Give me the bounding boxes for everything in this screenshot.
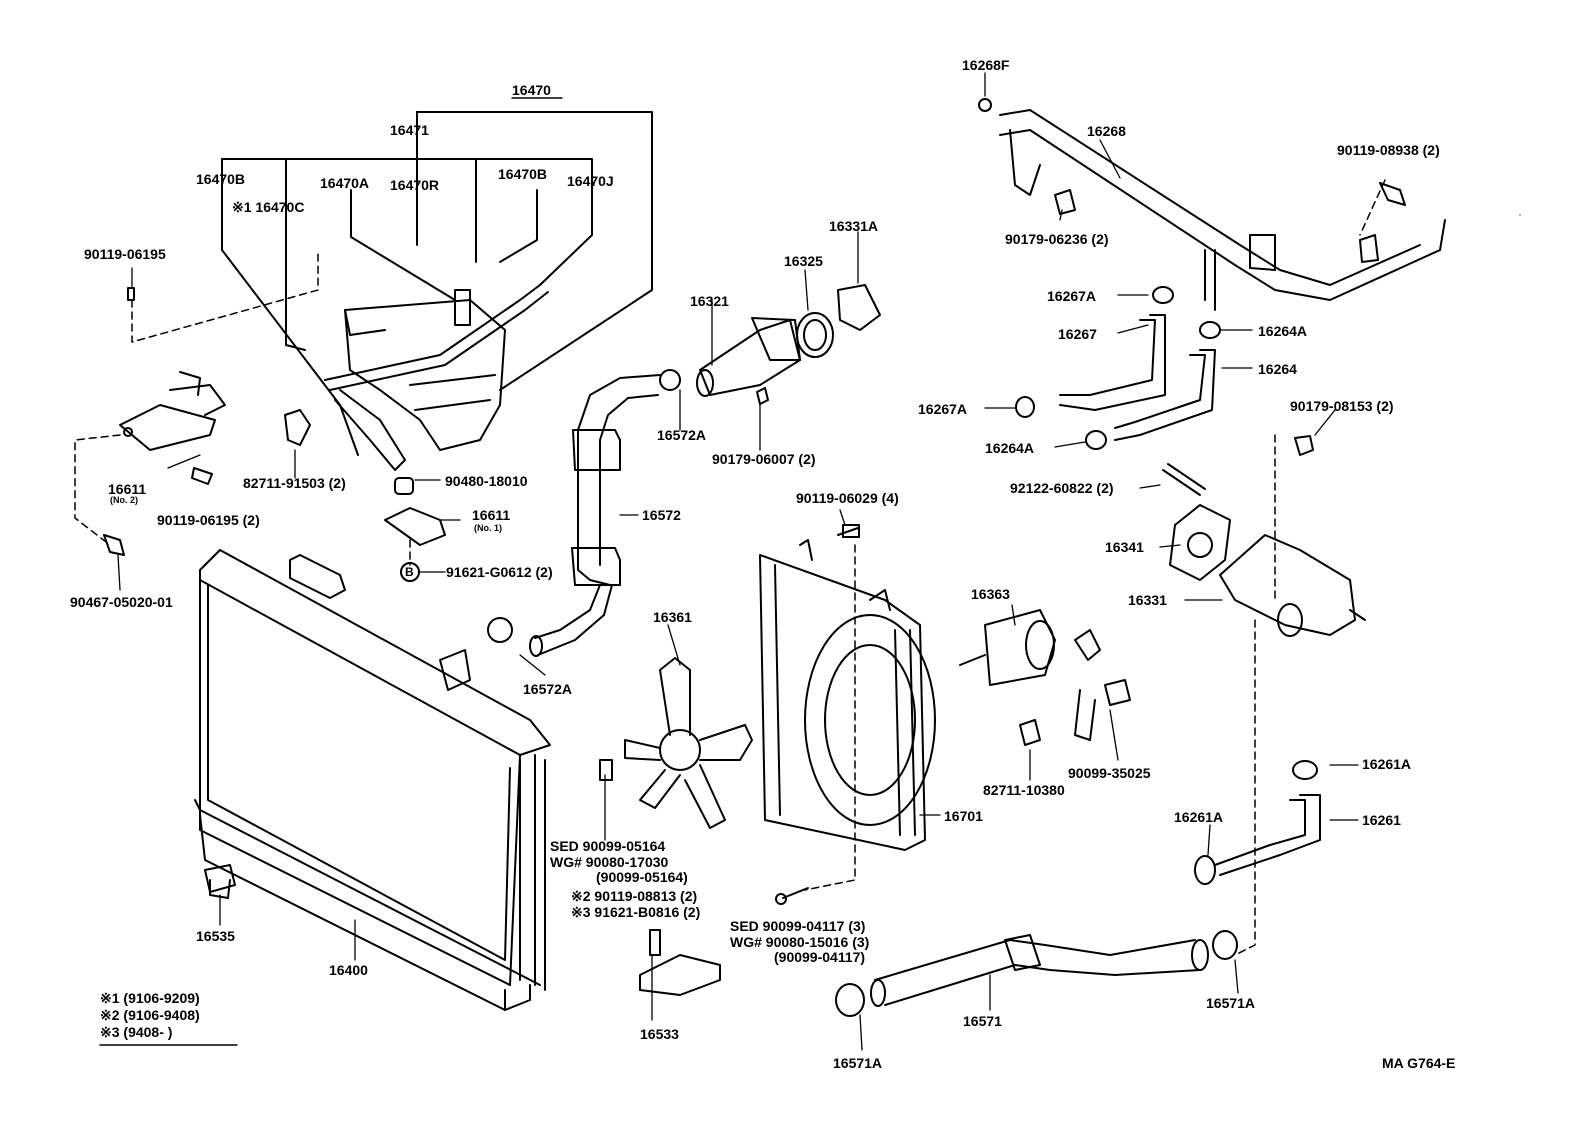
label-16701: 16701 [944,808,983,824]
legend-note-3: ※3 (9408- ) [100,1024,173,1040]
label-16470J: 16470J [567,173,614,189]
label-16572A-bottom: 16572A [523,681,573,697]
b-marker-circle [400,562,420,582]
label-16325: 16325 [784,253,823,269]
label-16400: 16400 [329,962,368,978]
label-16611-no1: 16611 [472,507,511,523]
group-brackets [221,111,653,456]
dashed-leaders-right [804,179,1386,956]
bracket-16533 [599,759,721,996]
label-16470B-right: 16470B [498,166,548,182]
label-16361: 16361 [653,609,692,625]
label-16331A: 16331A [829,218,879,234]
label-wg-90080-15016: WG# 90080-15016 (3) [730,934,870,950]
label-16341: 16341 [1105,539,1144,555]
label-16533: 16533 [640,1026,679,1042]
label-16571A-right: 16571A [1206,995,1256,1011]
label-90467-05020-01: 90467-05020-01 [70,594,173,610]
label-16268F: 16268F [962,57,1010,73]
label-16611-no1-sub: (No. 1) [474,523,502,533]
label-16264: 16264 [1258,361,1297,377]
label-90099-35025: 90099-35025 [1068,765,1151,781]
bypass-hoses [1015,286,1221,450]
label-90179-08153: 90179-08153 (2) [1290,398,1394,414]
label-16572A-top: 16572A [657,427,707,443]
bolt-icons [103,182,1406,905]
upper-hose [487,369,681,657]
water-outlet-16331 [1169,504,1366,637]
label-16267A-bottom: 16267A [918,401,968,417]
label-90119-06195-top: 90119-06195 [84,246,166,262]
fan-blades [624,657,753,829]
dashed-leaders-left [74,249,411,566]
label-wg-90080-17030: WG# 90080-17030 [550,854,669,870]
underlines [99,97,563,1046]
label-16470A: 16470A [320,175,370,191]
hose-16571 [835,930,1238,1017]
label-16321: 16321 [690,293,729,309]
label-16470B-left: 16470B [196,171,246,187]
label-sed-90099-05164: SED 90099-05164 [550,838,666,854]
label-16261: 16261 [1362,812,1401,828]
radiator [194,549,551,1011]
label-90119-06195-bottom: 90119-06195 (2) [157,512,260,528]
bracket-16611-no2 [119,371,226,451]
label-90179-06007: 90179-06007 (2) [712,451,816,467]
legend-note-1: ※1 (9106-9209) [100,990,200,1006]
fan-motor [959,609,1131,746]
label-16264A-bottom: 16264A [985,440,1035,456]
reservoir-tank [324,284,549,471]
hose-16261 [1194,760,1321,885]
label-16572: 16572 [642,507,681,523]
diagram-code: MA G764-E [1382,1055,1456,1071]
label-x2-90119-08813: ※2 90119-08813 (2) [571,888,698,904]
label-90119-06029: 90119-06029 (4) [796,490,899,506]
water-pipe-16268 [978,98,1446,311]
label-wg-alt-90099-04117: (90099-04117) [774,949,866,965]
b-marker: B [405,565,414,579]
label-16571A-left: 16571A [833,1055,883,1071]
label-16363: 16363 [971,586,1010,602]
label-sed-90099-04117: SED 90099-04117 (3) [730,918,866,934]
label-x3-91621-B0816: ※3 91621-B0816 (2) [571,904,701,920]
label-16470R: 16470R [390,177,440,193]
label-16264A-top: 16264A [1258,323,1308,339]
label-82711-91503: 82711-91503 (2) [243,475,346,491]
drain-cock [204,864,236,899]
label-90480-18010: 90480-18010 [445,473,528,489]
water-inlet-16321 [696,284,881,405]
label-wg-alt-90099-05164: (90099-05164) [596,869,688,885]
label-16261A-left: 16261A [1174,809,1224,825]
label-16267: 16267 [1058,326,1097,342]
label-91621-G0612: 91621-G0612 (2) [446,564,553,580]
label-16611-no2-sub: (No. 2) [110,495,138,505]
label-90179-06236: 90179-06236 (2) [1005,231,1109,247]
label-16268: 16268 [1087,123,1126,139]
label-16611-no2: 16611 [108,481,147,497]
label-92122-60822: 92122-60822 (2) [1010,480,1114,496]
fan-shroud [759,539,936,851]
footnote-legend: ※1 (9106-9209) ※2 (9106-9408) ※3 (9408- … [100,990,200,1041]
legend-note-2: ※2 (9106-9408) [100,1007,200,1023]
label-16470C: ※1 16470C [232,199,305,215]
label-16261A-right: 16261A [1362,756,1412,772]
label-16331: 16331 [1128,592,1167,608]
leader-lines [117,72,1521,1051]
label-90119-08938: 90119-08938 (2) [1337,142,1440,158]
label-16470: 16470 [512,82,551,98]
label-82711-10380: 82711-10380 [983,782,1065,798]
label-16535: 16535 [196,928,235,944]
label-16471: 16471 [390,122,429,138]
label-16571: 16571 [963,1013,1002,1029]
label-16267A-top: 16267A [1047,288,1097,304]
